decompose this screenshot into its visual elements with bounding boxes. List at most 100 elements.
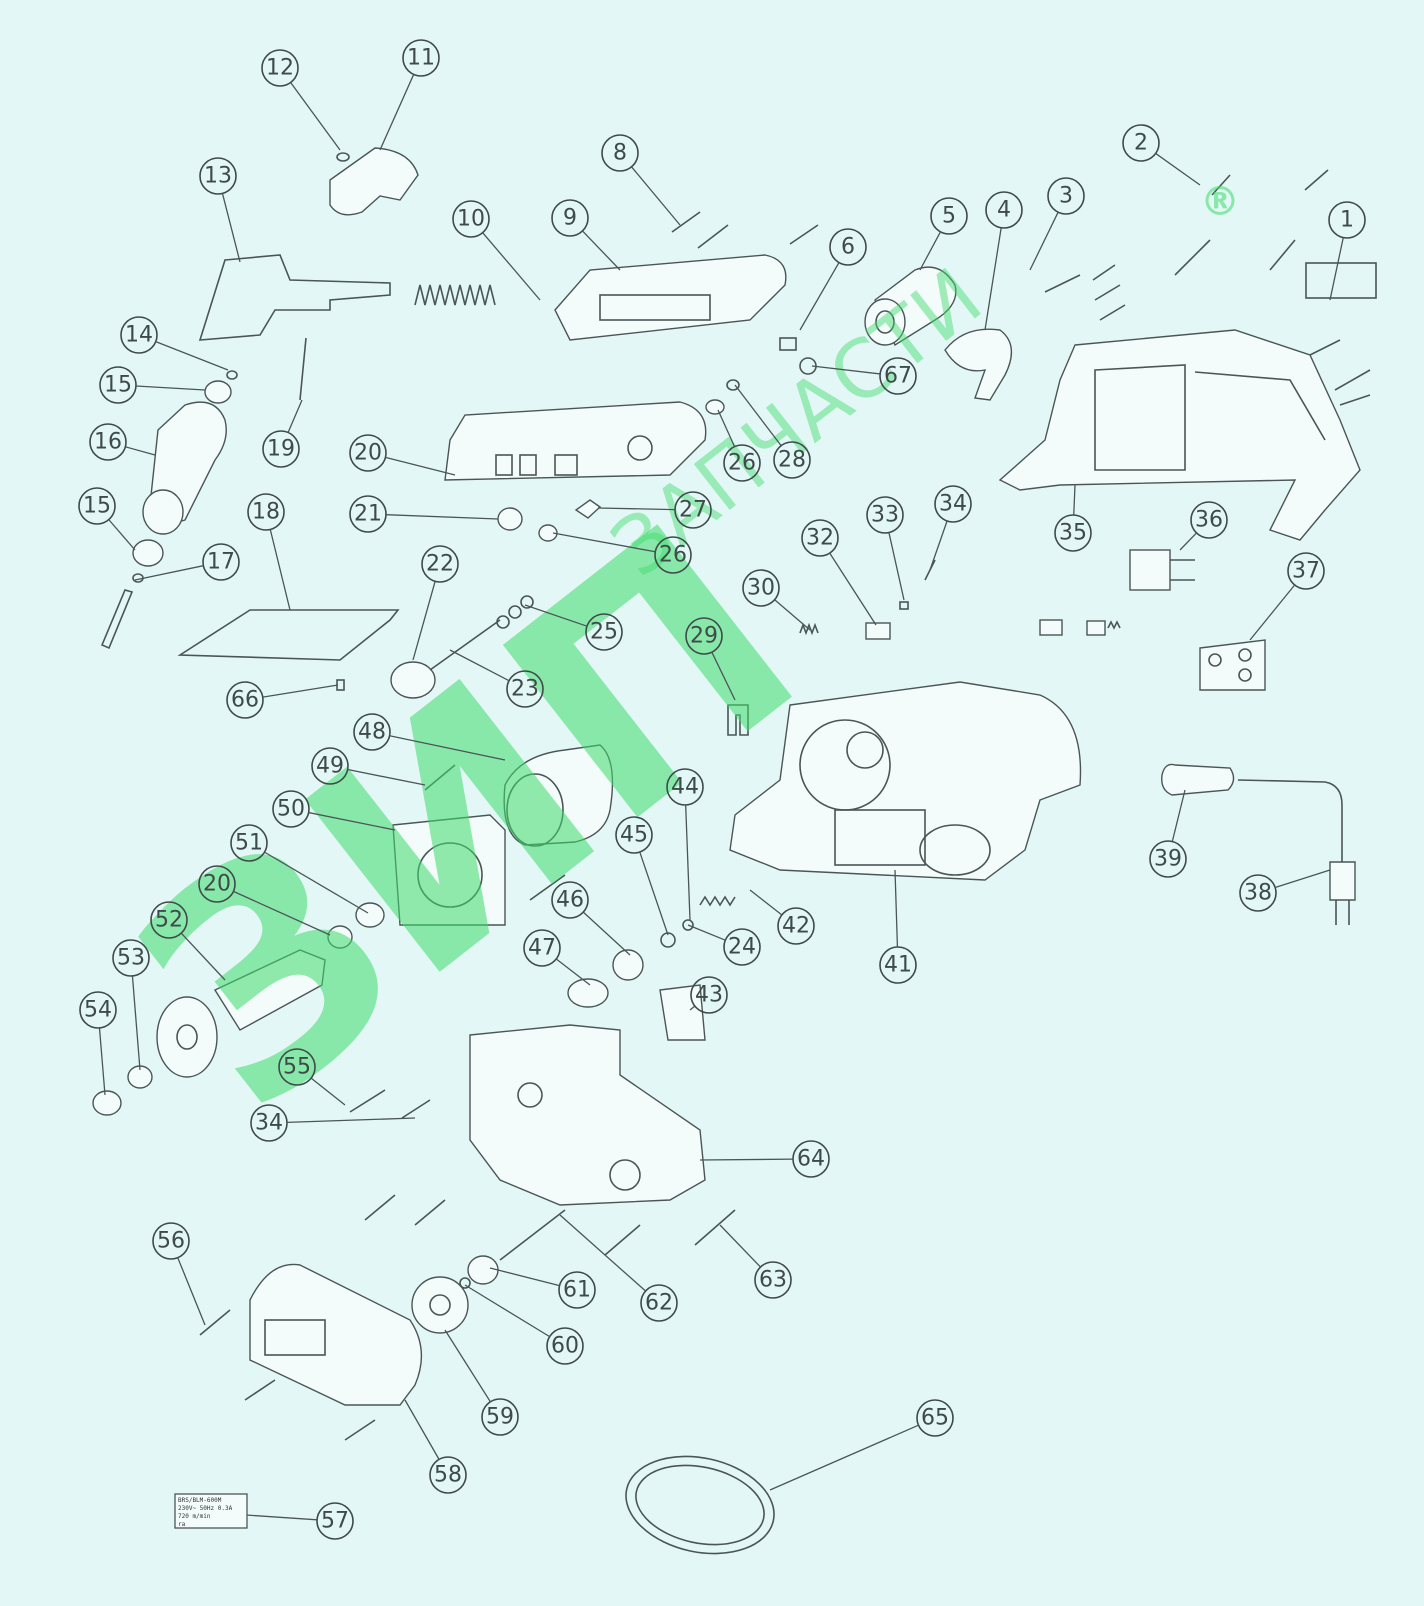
leader-line-56: [177, 1257, 206, 1326]
callout-number: 52: [155, 908, 183, 933]
callout-1: 1: [1328, 201, 1366, 239]
leader-line-58: [404, 1399, 440, 1460]
callout-29: 29: [685, 617, 723, 655]
callout-50: 50: [272, 790, 310, 828]
callout-circle: [99, 366, 137, 404]
callout-circle: [429, 1456, 467, 1494]
leader-line-34: [286, 1117, 416, 1124]
callout-18: 18: [247, 493, 285, 531]
callout-circle: [78, 487, 116, 525]
callout-circle: [601, 134, 639, 172]
callout-circle: [247, 493, 285, 531]
leader-line-21: [385, 514, 499, 520]
callout-number: 35: [1059, 521, 1087, 546]
callout-number: 15: [83, 494, 111, 519]
nameplate-line-1: BRS/BLM-600M: [178, 1497, 222, 1504]
callout-number: 50: [277, 797, 305, 822]
callout-circle: [452, 200, 490, 238]
nameplate: BRS/BLM-600M 230V~ 50Hz 0.3A 720 m/min r…: [174, 1493, 248, 1529]
callout-number: 65: [921, 1406, 949, 1431]
callout-number: 59: [486, 1405, 514, 1430]
leader-line-6: [799, 262, 840, 331]
callout-number: 51: [235, 831, 263, 856]
callout-number: 41: [884, 953, 912, 978]
callout-circle: [666, 768, 704, 806]
callout-circle: [198, 865, 236, 903]
callout-circle: [801, 519, 839, 557]
callout-circle: [723, 928, 761, 966]
callout-number: 66: [231, 688, 259, 713]
leader-line-24: [687, 924, 726, 941]
callout-number: 67: [884, 364, 912, 389]
leader-line-62: [559, 1214, 646, 1292]
callout-circle: [1190, 501, 1228, 539]
nameplate-line-4: ra: [178, 1521, 186, 1528]
callout-20: 20: [198, 865, 236, 903]
callout-circle: [349, 434, 387, 472]
callout-circle: [1047, 177, 1085, 215]
callout-number: 11: [407, 46, 435, 71]
leader-line-15: [135, 385, 206, 391]
callout-circle: [723, 444, 761, 482]
callout-number: 29: [690, 624, 718, 649]
callout-4: 4: [985, 191, 1023, 229]
callout-number: 49: [316, 754, 344, 779]
callout-circle: [120, 316, 158, 354]
callout-circle: [1122, 124, 1160, 162]
leader-line-25: [524, 604, 588, 627]
callout-number: 45: [620, 823, 648, 848]
leader-line-43: [689, 1005, 696, 1011]
leader-line-23: [449, 649, 510, 682]
callout-13: 13: [199, 157, 237, 195]
callout-number: 36: [1195, 508, 1223, 533]
leader-line-50: [308, 811, 396, 831]
callout-33: 33: [866, 496, 904, 534]
callout-circle: [523, 929, 561, 967]
leader-line-45: [639, 851, 669, 936]
callout-number: 53: [117, 946, 145, 971]
callout-10: 10: [452, 200, 490, 238]
callout-number: 14: [125, 323, 153, 348]
callout-circle: [150, 901, 188, 939]
callout-9: 9: [551, 199, 589, 237]
callout-circle: [558, 1271, 596, 1309]
callout-circle: [585, 613, 623, 651]
leader-line-14: [155, 340, 229, 371]
leader-line-19: [287, 399, 303, 433]
callout-number: 63: [759, 1268, 787, 1293]
leader-line-49: [347, 768, 426, 786]
callout-number: 56: [157, 1229, 185, 1254]
callout-circle: [674, 491, 712, 529]
callout-circle: [226, 681, 264, 719]
callout-circle: [551, 881, 589, 919]
callout-46: 46: [551, 881, 589, 919]
callout-number: 57: [321, 1509, 349, 1534]
callout-circle: [792, 1140, 830, 1178]
callout-14: 14: [120, 316, 158, 354]
callout-51: 51: [230, 824, 268, 862]
leader-line-38: [1274, 869, 1331, 889]
leader-line-18: [269, 529, 291, 611]
callout-circle: [690, 976, 728, 1014]
callout-circle: [654, 536, 692, 574]
callout-3: 3: [1047, 177, 1085, 215]
callout-circle: [879, 946, 917, 984]
leader-line-5: [919, 231, 942, 271]
callout-circle: [742, 569, 780, 607]
callout-circle: [250, 1104, 288, 1142]
callout-number: 16: [94, 430, 122, 455]
callout-55: 55: [278, 1048, 316, 1086]
leader-line-27: [597, 507, 676, 511]
nameplate-line-2: 230V~ 50Hz 0.3A: [178, 1505, 233, 1512]
callout-47: 47: [523, 929, 561, 967]
callout-64: 64: [792, 1140, 830, 1178]
leader-line-28: [734, 384, 782, 447]
leader-line-59: [444, 1329, 491, 1403]
callout-number: 4: [997, 198, 1011, 223]
callout-circle: [316, 1502, 354, 1540]
callout-number: 9: [563, 206, 577, 231]
leader-line-33: [888, 532, 905, 601]
leader-line-66: [262, 684, 339, 698]
leader-line-20: [233, 890, 331, 936]
